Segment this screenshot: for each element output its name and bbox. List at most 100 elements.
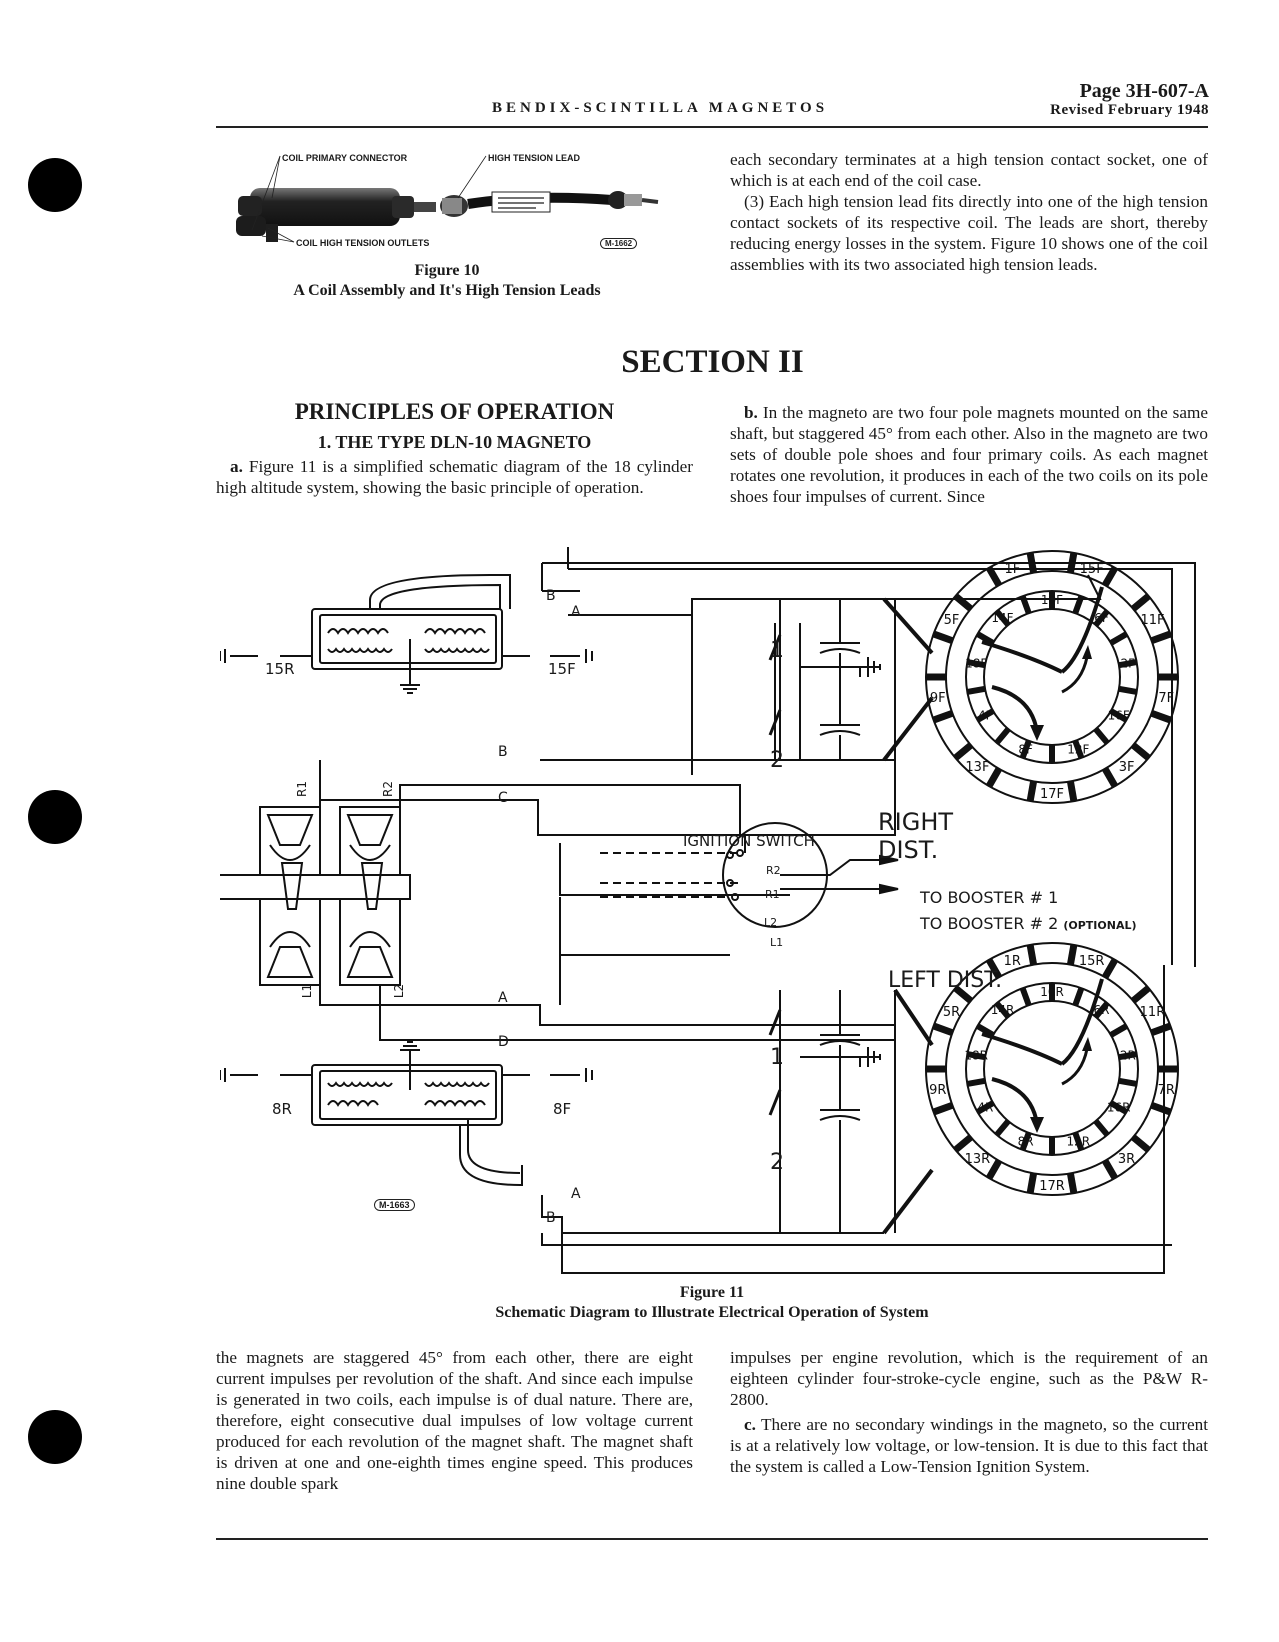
right-dist-outer-label: 5F [944, 613, 960, 628]
right-dist-outer-label: 15F [1080, 562, 1104, 577]
figure-10-caption-number: Figure 10 [414, 262, 480, 279]
punch-hole-bottom [28, 1410, 82, 1464]
top-right-text: each secondary terminates at a high tens… [730, 149, 1208, 275]
right-dist-outer-label: 7F [1158, 691, 1174, 706]
left-column-top: PRINCIPLES OF OPERATION 1. THE TYPE DLN-… [216, 398, 693, 498]
para-a-label: a. [230, 457, 243, 476]
right-dist-label-2: DIST. [878, 836, 939, 864]
switch-terminal-r2: R2 [766, 864, 781, 877]
figure-11-plate: M-1663 [374, 1199, 415, 1211]
right-dist-inner-label: 12F [1067, 742, 1089, 756]
right-dist-inner-label: 8F [1018, 742, 1033, 756]
right-dist-outer-label: 9F [930, 691, 946, 706]
right-dist-outer-label: 1F [1004, 562, 1020, 577]
left-dist-inner-label: 18R [964, 1049, 988, 1063]
lead-label-b: B [498, 744, 508, 760]
para-b: b. In the magneto are two four pole magn… [730, 402, 1208, 507]
coil-label-8f: 8F [553, 1100, 572, 1118]
resistor-label-r1: R1 [294, 781, 309, 797]
left-dist-outer-label: 11R [1140, 1005, 1166, 1020]
left-dist-inner-label: 4R [977, 1101, 993, 1115]
right-dist-outer-label: 3F [1119, 760, 1135, 775]
bottom-right-p1: impulses per engine revolution, which is… [730, 1348, 1208, 1409]
coil-label-15f: 15F [548, 660, 576, 678]
lead-label-a-bottom: A [571, 1186, 581, 1202]
left-dist-outer-label: 9R [929, 1083, 946, 1098]
left-dist-inner-label: 2R [1120, 1049, 1136, 1063]
left-dist-inner-label: 14R [991, 1003, 1015, 1017]
label-coil-primary-connector: COIL PRIMARY CONNECTOR [282, 153, 408, 163]
right-dist-inner-label: 10F [1041, 593, 1063, 607]
para-c-label: c. [744, 1415, 756, 1434]
bottom-left-text: the magnets are staggered 45° from each … [216, 1348, 693, 1493]
resistor-label-l1: L1 [300, 983, 315, 999]
breaker-label-2-left: 2 [770, 1150, 784, 1175]
right-dist-inner-label: 16F [1108, 709, 1130, 723]
punch-hole-middle [28, 790, 82, 844]
booster-2-optional: (OPTIONAL) [1063, 919, 1137, 932]
right-dist-inner-label: 18F [965, 657, 987, 671]
section-heading: PRINCIPLES OF OPERATION [294, 399, 615, 424]
left-dist-label: LEFT DIST. [888, 968, 1003, 993]
switch-terminal-l2: L2 [764, 916, 778, 929]
figure-10-caption-title: A Coil Assembly and It's High Tension Le… [293, 282, 601, 299]
coil-label-15r: 15R [265, 660, 295, 678]
breaker-label-1-left: 1 [770, 1045, 784, 1070]
left-dist-inner-label: 12R [1067, 1134, 1091, 1148]
right-dist-inner-label: 14F [991, 611, 1013, 625]
footer-rule [216, 1538, 1208, 1540]
label-coil-high-tension-outlets: COIL HIGH TENSION OUTLETS [296, 238, 430, 248]
label-high-tension-lead: HIGH TENSION LEAD [488, 153, 581, 163]
lead-label-d: D [498, 1034, 509, 1050]
section-title: SECTION II [621, 344, 804, 380]
left-dist-outer-label: 1R [1004, 954, 1021, 969]
right-dist-outer-label: 17F [1040, 787, 1064, 802]
coil-label-8r: 8R [272, 1100, 292, 1118]
right-dist-inner-label: 6F [1094, 611, 1109, 625]
figure-11-schematic: 1F 15F 11F 7F 3F 17F 13F 9F 5F 10F 6F 2F 16F 12F 8F 4F 1… [220, 547, 1196, 1274]
right-dist-inner-label: 2F [1121, 657, 1136, 671]
right-dist-label-1: RIGHT [878, 808, 954, 836]
right-column-top: b. In the magneto are two four pole magn… [730, 402, 1208, 507]
right-column-bottom: impulses per engine revolution, which is… [730, 1347, 1208, 1477]
left-dist-outer-label: 15R [1079, 954, 1105, 969]
figure-10-illustration [236, 155, 659, 243]
switch-terminal-l1: L1 [770, 936, 784, 949]
para-a-text: Figure 11 is a simplified schematic diag… [216, 457, 694, 497]
left-dist-outer-label: 5R [943, 1005, 960, 1020]
booster-2-label: TO BOOSTER # 2 (OPTIONAL) [920, 914, 1137, 933]
right-dist-outer-label: 11F [1140, 613, 1164, 628]
header-rule [216, 126, 1208, 128]
breaker-label-1-right: 1 [770, 638, 784, 663]
resistor-label-l2: L2 [392, 983, 407, 999]
lead-label-b-top: B [546, 588, 556, 604]
lead-label-b-bottom: B [546, 1210, 556, 1226]
booster-1-label: TO BOOSTER # 1 [920, 888, 1059, 907]
page-number: Page 3H-607-A [1079, 80, 1209, 102]
running-title: BENDIX-SCINTILLA MAGNETOS [492, 100, 829, 116]
right-dist-inner-label: 4F [978, 709, 993, 723]
left-dist-outer-label: 3R [1118, 1152, 1135, 1167]
left-dist-inner-label: 6R [1094, 1003, 1110, 1017]
para-a: a. Figure 11 is a simplified schematic d… [216, 456, 693, 498]
right-distributor-cap: 1F 15F 11F 7F 3F 17F 13F 9F 5F 10F 6F 2F 16F 12F 8F 4F 1… [925, 550, 1179, 804]
lead-label-a-top: A [571, 604, 581, 620]
punch-hole-top [28, 158, 82, 212]
left-dist-outer-label: 7R [1158, 1083, 1175, 1098]
para-b-text: In the magneto are two four pole magnets… [730, 403, 1208, 506]
booster-2-text: TO BOOSTER # 2 [920, 914, 1059, 933]
left-column-bottom: the magnets are staggered 45° from each … [216, 1347, 693, 1494]
revised-date: Revised February 1948 [1050, 102, 1209, 118]
left-dist-outer-label: 17R [1039, 1179, 1065, 1194]
para-c-text: There are no secondary windings in the m… [730, 1415, 1208, 1476]
top-right-p1: each secondary terminates at a high tens… [730, 150, 1208, 190]
right-dist-outer-label: 13F [965, 760, 989, 775]
section-subheading: 1. THE TYPE DLN-10 MAGNETO [317, 432, 592, 452]
figure-11-caption-number: Figure 11 [679, 1284, 745, 1301]
lead-label-c: C [498, 790, 508, 806]
lead-label-a: A [498, 990, 508, 1006]
figure-10-plate: M-1662 [600, 238, 638, 249]
left-dist-outer-label: 13R [965, 1152, 991, 1167]
top-right-p2-text: (3) Each high tension lead fits directly… [730, 192, 1208, 274]
